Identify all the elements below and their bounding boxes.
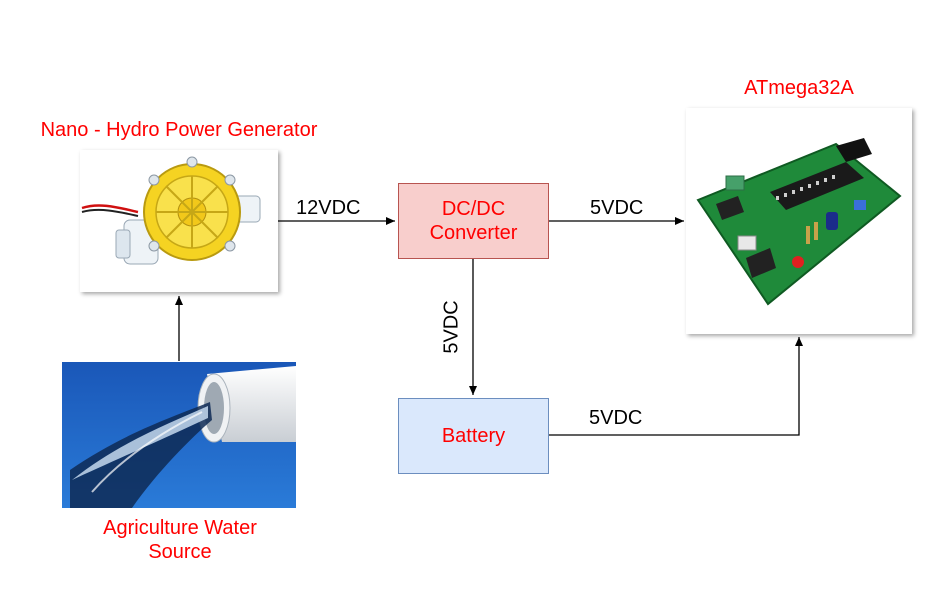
water-source-title: Agriculture Water Source [103,517,257,563]
edge-label-12vdc: 12VDC [296,197,361,219]
atmega-board-icon [696,138,902,306]
edge-battery-to-mcu [549,337,803,436]
water-pipe-icon [62,362,296,508]
edge-label-battery-mcu: 5VDC [589,407,643,429]
dcdc-converter-box: DC/DC Converter [398,183,549,259]
edge-label-converter-battery: 5VDC [440,300,463,354]
edge-label-converter-mcu: 5VDC [590,197,644,219]
generator-photo [80,150,278,292]
water-source-photo [62,362,296,508]
battery-box: Battery [398,398,549,474]
converter-label-line1: DC/DC [441,198,506,220]
converter-label-line2: Converter [429,222,518,244]
hydro-generator-icon [81,156,261,265]
mcu-photo [686,108,912,334]
generator-title: Nano - Hydro Power Generator [40,119,318,141]
mcu-title: ATmega32A [744,77,854,99]
battery-label: Battery [441,425,506,447]
